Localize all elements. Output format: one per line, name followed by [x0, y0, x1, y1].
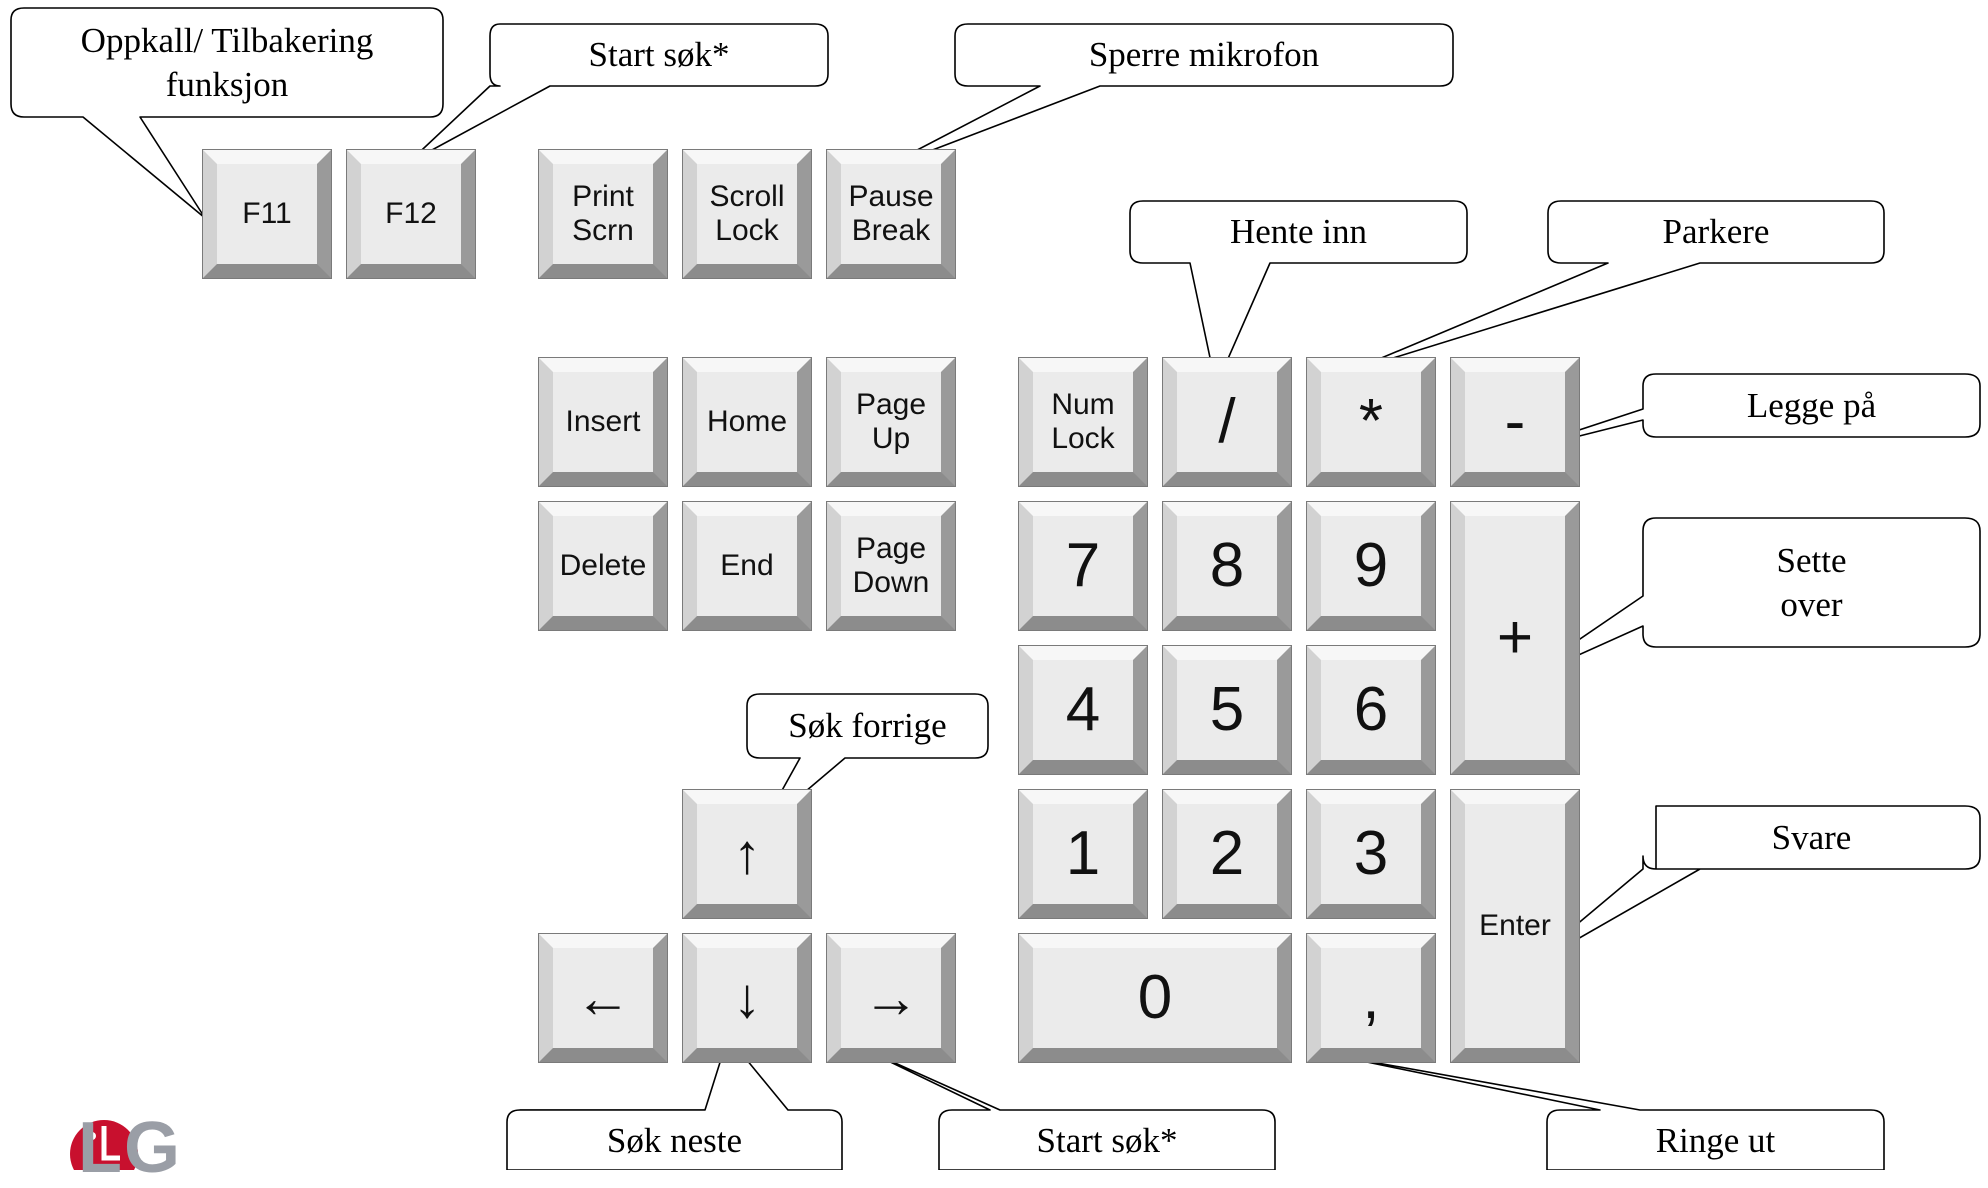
arrow-down-icon: ↓ [733, 965, 761, 1029]
key-4[interactable]: 4 [1018, 645, 1148, 775]
key-label: 4 [1065, 675, 1101, 745]
callout-sette-over: Sette over [1776, 540, 1847, 624]
key-label: * [1358, 387, 1384, 457]
key-arrow-down[interactable]: ↓ [682, 933, 812, 1063]
arrow-left-icon: ← [575, 965, 631, 1029]
key-f12[interactable]: F12 [346, 149, 476, 279]
key-pause-break[interactable]: Pause Break [826, 149, 956, 279]
key-9[interactable]: 9 [1306, 501, 1436, 631]
logo-text: LG [78, 1108, 182, 1188]
callout-legge-pa: Legge på [1746, 385, 1877, 425]
key-enter[interactable]: Enter [1450, 789, 1580, 1063]
key-label: 7 [1065, 531, 1101, 601]
key-label: / [1218, 387, 1236, 457]
bubble-start-sok-bottom [854, 1044, 1276, 1170]
key-label: , [1362, 963, 1380, 1033]
key-label: Delete [559, 548, 647, 582]
callout-start-sok-top: Start søk* [588, 35, 730, 75]
key-label: F12 [385, 196, 437, 230]
key-1[interactable]: 1 [1018, 789, 1148, 919]
key-label: Page Up [855, 387, 927, 456]
key-label: End [720, 548, 774, 582]
key-7[interactable]: 7 [1018, 501, 1148, 631]
key-label: 9 [1353, 531, 1389, 601]
key-scroll-lock[interactable]: Scroll Lock [682, 149, 812, 279]
key-label: 5 [1209, 675, 1245, 745]
callout-parkere: Parkere [1662, 212, 1770, 252]
key-0[interactable]: 0 [1018, 933, 1292, 1063]
key-label: Pause Break [848, 179, 934, 248]
key-label: Scroll Lock [709, 179, 785, 248]
key-3[interactable]: 3 [1306, 789, 1436, 919]
callout-sok-neste: Søk neste [606, 1121, 743, 1161]
key-2[interactable]: 2 [1162, 789, 1292, 919]
bubble-svare [1519, 805, 1981, 973]
callout-svare: Svare [1771, 817, 1852, 857]
key-arrow-left[interactable]: ← [538, 933, 668, 1063]
callout-sok-forrige: Søk forrige [788, 706, 947, 746]
key-6[interactable]: 6 [1306, 645, 1436, 775]
key-label: Insert [565, 404, 641, 438]
bubble-start-sok-top [407, 23, 829, 164]
key-arrow-up[interactable]: ↑ [682, 789, 812, 919]
key-label: Home [706, 404, 788, 438]
callout-oppkall: Oppkall/ Tilbakering funksjon [80, 20, 374, 104]
key-f11[interactable]: F11 [202, 149, 332, 279]
callout-start-sok-bottom: Start søk* [1036, 1121, 1178, 1161]
key-label: 0 [1137, 963, 1173, 1033]
key-end[interactable]: End [682, 501, 812, 631]
key-8[interactable]: 8 [1162, 501, 1292, 631]
key-page-down[interactable]: Page Down [826, 501, 956, 631]
lg-logo-icon [70, 1120, 138, 1170]
arrow-up-icon: ↑ [733, 821, 761, 885]
callout-ringe-ut: Ringe ut [1655, 1121, 1776, 1161]
key-label: Print Scrn [572, 179, 634, 248]
key-print-scrn[interactable]: Print Scrn [538, 149, 668, 279]
bubble-legge-pa [1499, 373, 1981, 457]
key-label: Num Lock [1051, 387, 1115, 456]
key-delete[interactable]: Delete [538, 501, 668, 631]
key-page-up[interactable]: Page Up [826, 357, 956, 487]
key-5[interactable]: 5 [1162, 645, 1292, 775]
key-comma[interactable]: , [1306, 933, 1436, 1063]
key-label: Page Down [852, 531, 930, 600]
key-slash[interactable]: / [1162, 357, 1292, 487]
key-label: 1 [1065, 819, 1101, 889]
bubble-sette-over [1513, 517, 1981, 685]
callout-hente-inn: Hente inn [1229, 212, 1368, 252]
key-label: 8 [1209, 531, 1245, 601]
key-num-lock[interactable]: Num Lock [1018, 357, 1148, 487]
bubble-hente-inn [1129, 200, 1468, 387]
callout-sperre-mikrofon: Sperre mikrofon [1088, 35, 1320, 75]
key-label: + [1496, 603, 1534, 673]
key-insert[interactable]: Insert [538, 357, 668, 487]
key-asterisk[interactable]: * [1306, 357, 1436, 487]
bubble-oppkall [10, 7, 444, 219]
key-label: 6 [1353, 675, 1389, 745]
key-arrow-right[interactable]: → [826, 933, 956, 1063]
bubble-sok-neste-box [506, 1036, 843, 1170]
arrow-right-icon: → [863, 965, 919, 1029]
key-label: 3 [1353, 819, 1389, 889]
key-plus[interactable]: + [1450, 501, 1580, 775]
bubble-ringe-ut [1332, 1054, 1885, 1170]
key-label: F11 [242, 196, 292, 230]
key-label: 2 [1209, 819, 1245, 889]
key-label: Enter [1479, 908, 1551, 942]
key-home[interactable]: Home [682, 357, 812, 487]
bubble-sperre [874, 23, 1454, 173]
key-minus[interactable]: - [1450, 357, 1580, 487]
key-label: - [1504, 387, 1526, 457]
bubble-parkere [1347, 200, 1885, 373]
